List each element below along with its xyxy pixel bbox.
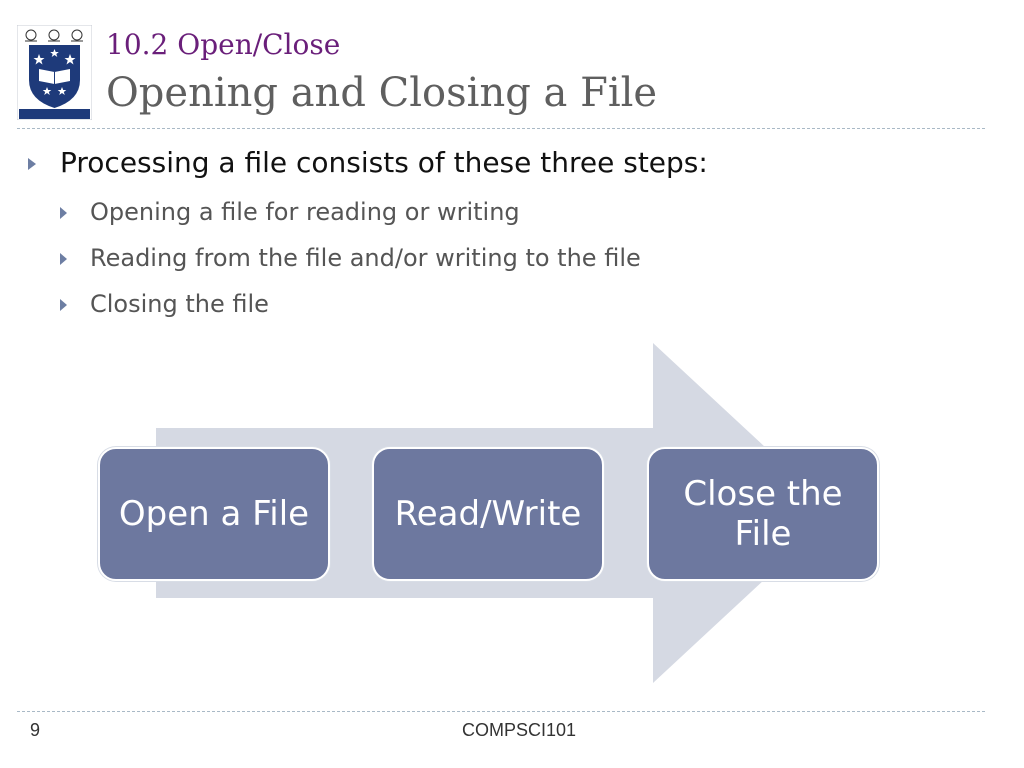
sub-bullet: Opening a file for reading or writing bbox=[60, 198, 520, 226]
step-close-file: Close the File bbox=[647, 447, 879, 581]
slide-title: Opening and Closing a File bbox=[106, 70, 658, 116]
step-label: Open a File bbox=[118, 494, 310, 534]
main-bullet: Processing a file consists of these thre… bbox=[28, 146, 708, 179]
bullet-triangle-icon bbox=[60, 207, 67, 219]
bullet-triangle-icon bbox=[60, 253, 67, 265]
sub-bullet: Reading from the file and/or writing to … bbox=[60, 244, 641, 272]
main-bullet-text: Processing a file consists of these thre… bbox=[60, 146, 708, 179]
course-name: COMPSCI101 bbox=[462, 720, 577, 740]
step-read-write: Read/Write bbox=[372, 447, 604, 581]
bullet-triangle-icon bbox=[60, 299, 67, 311]
section-title: 10.2 Open/Close bbox=[106, 28, 341, 61]
sub-bullet: Closing the file bbox=[60, 290, 269, 318]
slide-number: 9 bbox=[30, 720, 41, 740]
sub-bullet-text: Closing the file bbox=[90, 290, 269, 318]
bullet-triangle-icon bbox=[28, 158, 36, 170]
step-label: Read/Write bbox=[394, 494, 582, 534]
step-open-file: Open a File bbox=[98, 447, 330, 581]
sub-bullet-text: Reading from the file and/or writing to … bbox=[90, 244, 641, 272]
header-divider bbox=[17, 128, 985, 129]
university-logo bbox=[17, 25, 92, 120]
footer-divider bbox=[17, 711, 985, 712]
step-label: Close the File bbox=[683, 474, 843, 554]
sub-bullet-text: Opening a file for reading or writing bbox=[90, 198, 520, 226]
